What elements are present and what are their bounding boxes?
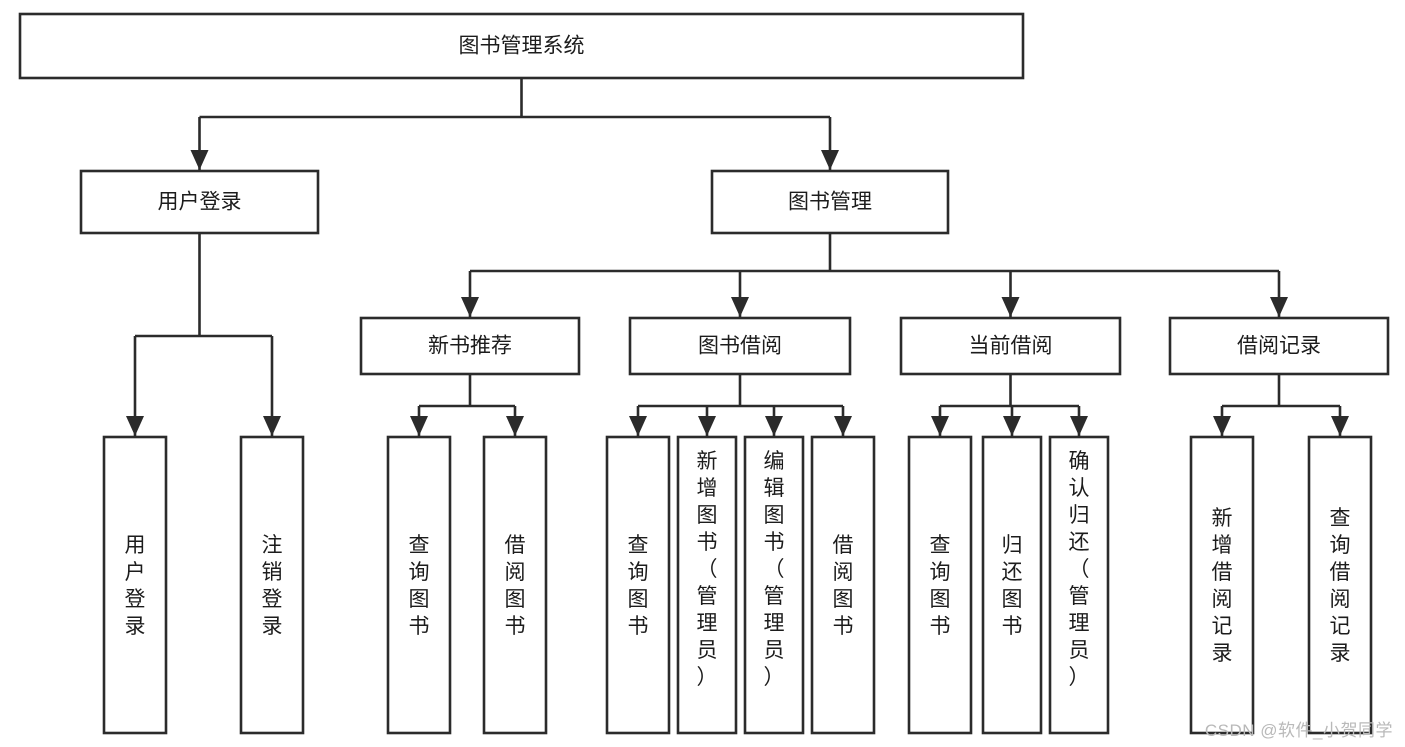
node-label-leaf-query-record: 查询借阅记录 bbox=[1330, 507, 1351, 665]
node-label-leaf-query-book-1: 查询图书 bbox=[409, 534, 430, 638]
newbook-arrow-1 bbox=[506, 416, 524, 436]
node-box-leaf-edit-book[interactable] bbox=[743, 435, 805, 735]
node-leaf-return-book[interactable]: 归还图书 bbox=[981, 435, 1043, 735]
node-box-leaf-add-book[interactable] bbox=[676, 435, 738, 735]
node-label-leaf-query-book-3: 查询图书 bbox=[930, 534, 951, 638]
node-leaf-user-login[interactable]: 用户登录 bbox=[102, 435, 168, 735]
node-box-leaf-query-book-2[interactable] bbox=[605, 435, 671, 735]
node-book-manage[interactable]: 图书管理 bbox=[710, 169, 950, 235]
bookborrow-arrow-0 bbox=[629, 416, 647, 436]
node-leaf-borrow-book-2[interactable]: 借阅图书 bbox=[810, 435, 876, 735]
userlogin-arrow-1 bbox=[263, 416, 281, 436]
node-box-borrow-record[interactable] bbox=[1168, 316, 1390, 376]
node-leaf-query-book-2[interactable]: 查询图书 bbox=[605, 435, 671, 735]
node-new-book-rec[interactable]: 新书推荐 bbox=[359, 316, 581, 376]
node-box-leaf-return-book[interactable] bbox=[981, 435, 1043, 735]
node-box-leaf-borrow-book-1[interactable] bbox=[482, 435, 548, 735]
node-user-login[interactable]: 用户登录 bbox=[79, 169, 320, 235]
node-leaf-query-book-1[interactable]: 查询图书 bbox=[386, 435, 452, 735]
bookmanage-arrow-0 bbox=[461, 297, 479, 317]
userlogin-arrow-0 bbox=[126, 416, 144, 436]
bookborrow-arrow-3 bbox=[834, 416, 852, 436]
bookmanage-arrow-1 bbox=[731, 297, 749, 317]
node-box-leaf-query-record[interactable] bbox=[1307, 435, 1373, 735]
node-box-new-book-rec[interactable] bbox=[359, 316, 581, 376]
node-box-leaf-query-book-1[interactable] bbox=[386, 435, 452, 735]
node-label-leaf-logout: 注销登录 bbox=[262, 534, 283, 638]
node-label-book-manage: 图书管理 bbox=[788, 191, 872, 214]
currentborrow-arrow-0 bbox=[931, 416, 949, 436]
node-box-current-borrow[interactable] bbox=[899, 316, 1122, 376]
node-box-leaf-logout[interactable] bbox=[239, 435, 305, 735]
node-label-leaf-confirm-return: 确认归还（管理员） bbox=[1069, 450, 1090, 689]
node-leaf-query-record[interactable]: 查询借阅记录 bbox=[1307, 435, 1373, 735]
node-box-leaf-borrow-book-2[interactable] bbox=[810, 435, 876, 735]
node-label-title: 图书管理系统 bbox=[459, 35, 585, 58]
csdn-watermark: CSDN @软件_小贺同学 bbox=[1204, 721, 1393, 740]
node-label-leaf-add-book: 新增图书（管理员） bbox=[697, 450, 718, 689]
node-leaf-query-book-3[interactable]: 查询图书 bbox=[907, 435, 973, 735]
node-label-borrow-record: 借阅记录 bbox=[1237, 335, 1321, 358]
node-layer: 图书管理系统用户登录图书管理新书推荐图书借阅当前借阅借阅记录用户登录注销登录查询… bbox=[18, 12, 1390, 735]
node-label-leaf-borrow-book-1: 借阅图书 bbox=[505, 534, 526, 638]
node-box-leaf-add-record[interactable] bbox=[1189, 435, 1255, 735]
node-box-book-manage[interactable] bbox=[710, 169, 950, 235]
node-box-user-login[interactable] bbox=[79, 169, 320, 235]
bookmanage-arrow-2 bbox=[1001, 297, 1020, 317]
node-box-leaf-query-book-3[interactable] bbox=[907, 435, 973, 735]
currentborrow-arrow-2 bbox=[1070, 416, 1088, 436]
borrowrecord-arrow-1 bbox=[1331, 416, 1349, 436]
node-label-new-book-rec: 新书推荐 bbox=[428, 335, 512, 358]
node-box-title[interactable] bbox=[18, 12, 1025, 80]
node-leaf-logout[interactable]: 注销登录 bbox=[239, 435, 305, 735]
node-leaf-add-book[interactable]: 新增图书（管理员） bbox=[676, 435, 738, 735]
bookmanage-arrow-3 bbox=[1270, 297, 1288, 317]
node-label-leaf-borrow-book-2: 借阅图书 bbox=[833, 534, 854, 638]
node-label-user-login: 用户登录 bbox=[158, 191, 242, 214]
node-leaf-edit-book[interactable]: 编辑图书（管理员） bbox=[743, 435, 805, 735]
node-label-leaf-add-record: 新增借阅记录 bbox=[1212, 507, 1233, 665]
node-title[interactable]: 图书管理系统 bbox=[18, 12, 1025, 80]
node-label-book-borrow: 图书借阅 bbox=[698, 335, 782, 358]
node-leaf-borrow-book-1[interactable]: 借阅图书 bbox=[482, 435, 548, 735]
connector-layer bbox=[126, 78, 1349, 436]
node-box-leaf-user-login[interactable] bbox=[102, 435, 168, 735]
node-leaf-add-record[interactable]: 新增借阅记录 bbox=[1189, 435, 1255, 735]
node-label-leaf-user-login: 用户登录 bbox=[125, 534, 146, 638]
node-label-leaf-edit-book: 编辑图书（管理员） bbox=[764, 450, 785, 689]
node-label-current-borrow: 当前借阅 bbox=[969, 335, 1053, 358]
root-arrow-0 bbox=[190, 150, 209, 170]
node-label-leaf-query-book-2: 查询图书 bbox=[628, 534, 649, 638]
node-book-borrow[interactable]: 图书借阅 bbox=[628, 316, 852, 376]
node-box-book-borrow[interactable] bbox=[628, 316, 852, 376]
node-box-leaf-confirm-return[interactable] bbox=[1048, 435, 1110, 735]
bookborrow-arrow-1 bbox=[698, 416, 716, 436]
node-label-leaf-return-book: 归还图书 bbox=[1002, 534, 1023, 638]
node-borrow-record[interactable]: 借阅记录 bbox=[1168, 316, 1390, 376]
currentborrow-arrow-1 bbox=[1003, 416, 1021, 436]
node-leaf-confirm-return[interactable]: 确认归还（管理员） bbox=[1048, 435, 1110, 735]
bookborrow-arrow-2 bbox=[765, 416, 783, 436]
newbook-arrow-0 bbox=[410, 416, 428, 436]
root-arrow-1 bbox=[821, 150, 839, 170]
node-current-borrow[interactable]: 当前借阅 bbox=[899, 316, 1122, 376]
borrowrecord-arrow-0 bbox=[1213, 416, 1231, 436]
